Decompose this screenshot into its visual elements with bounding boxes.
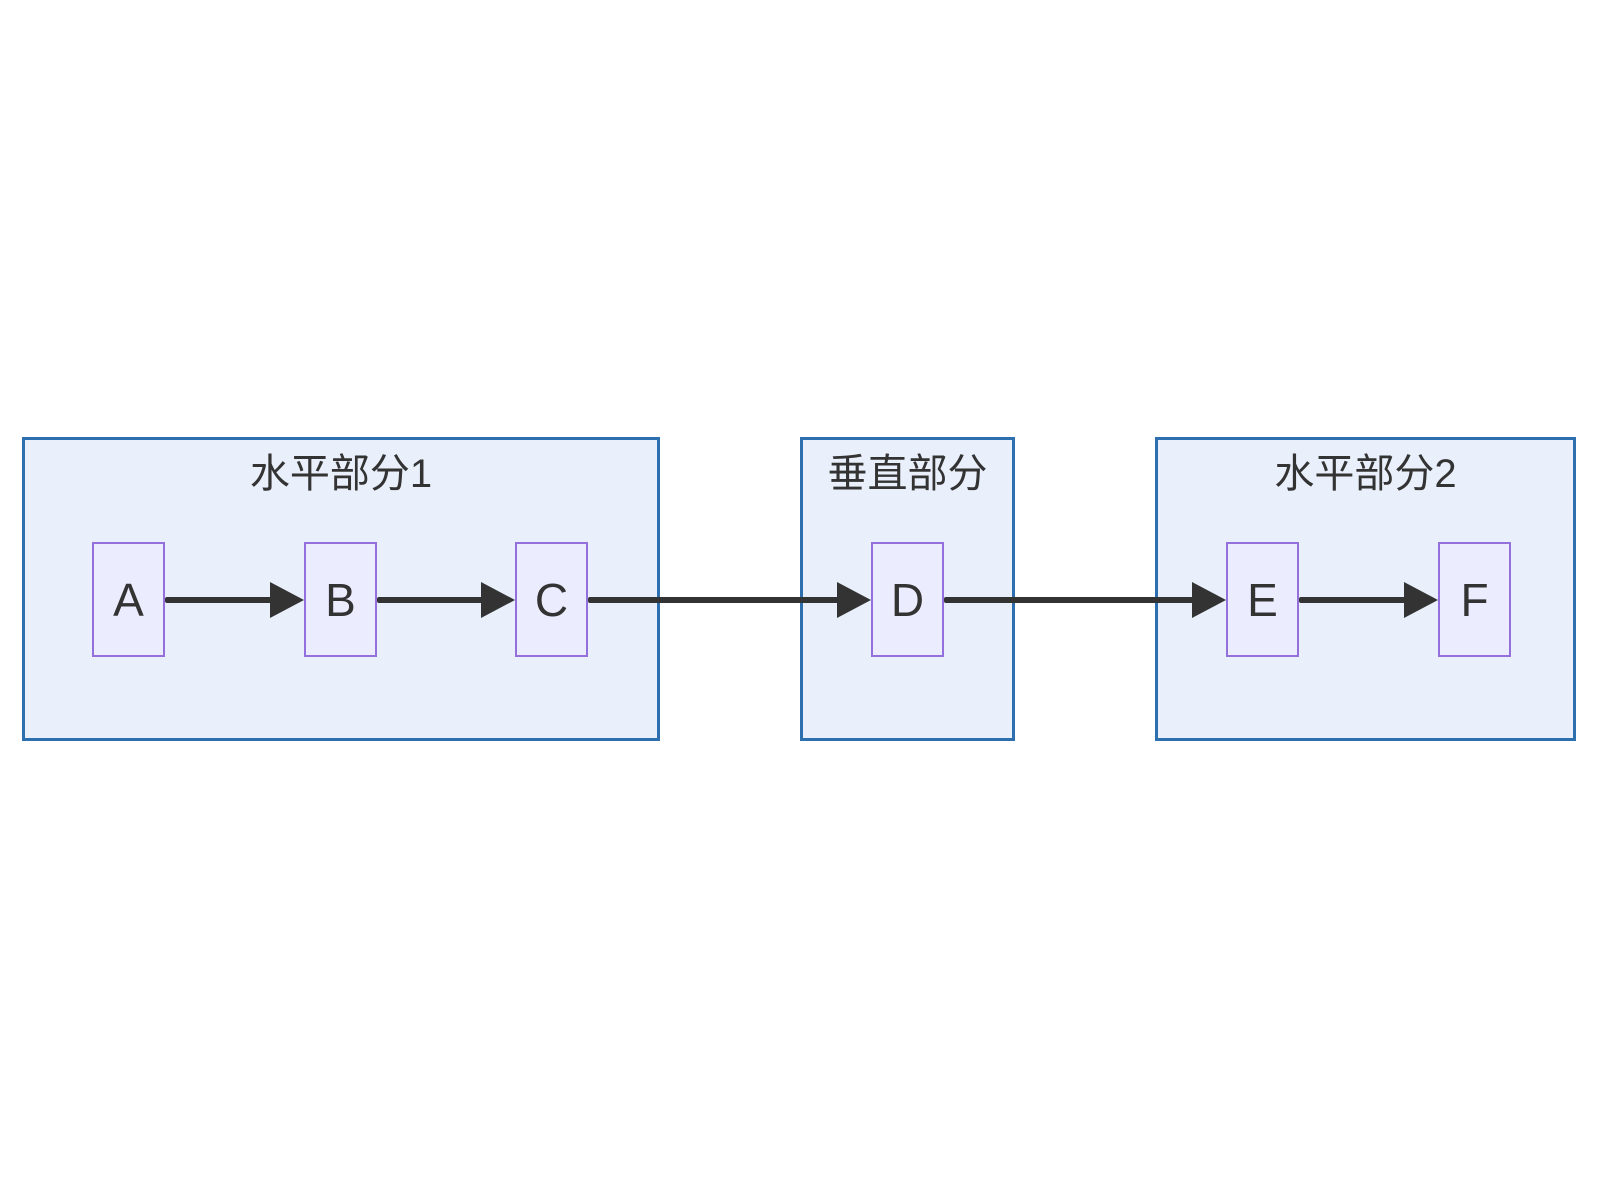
edge-line	[165, 597, 282, 603]
cluster-title: 垂直部分	[827, 452, 988, 496]
arrowhead-icon	[837, 582, 871, 618]
node-e: E	[1226, 542, 1299, 657]
node-f: F	[1438, 542, 1511, 657]
edge-c-d	[588, 582, 871, 618]
arrowhead-icon	[270, 582, 304, 618]
node-label: A	[113, 573, 144, 626]
arrowhead-icon	[1192, 582, 1226, 618]
node-d: D	[871, 542, 944, 657]
edge-line	[377, 597, 493, 603]
edge-line	[588, 597, 849, 603]
node-b: B	[304, 542, 377, 657]
arrowhead-icon	[481, 582, 515, 618]
node-label: D	[890, 573, 925, 626]
cluster-title: 水平部分2	[1274, 452, 1457, 496]
edge-b-c	[377, 582, 515, 618]
node-c: C	[515, 542, 588, 657]
edge-line	[1299, 597, 1416, 603]
node-a: A	[92, 542, 165, 657]
node-label: B	[325, 573, 356, 626]
edge-line	[944, 597, 1204, 603]
edge-a-b	[165, 582, 304, 618]
node-label: C	[534, 573, 569, 626]
cluster-title: 水平部分1	[249, 452, 433, 496]
node-label: E	[1247, 573, 1278, 626]
arrowhead-icon	[1404, 582, 1438, 618]
edge-d-e	[944, 582, 1226, 618]
edge-e-f	[1299, 582, 1438, 618]
node-label: F	[1460, 573, 1489, 626]
